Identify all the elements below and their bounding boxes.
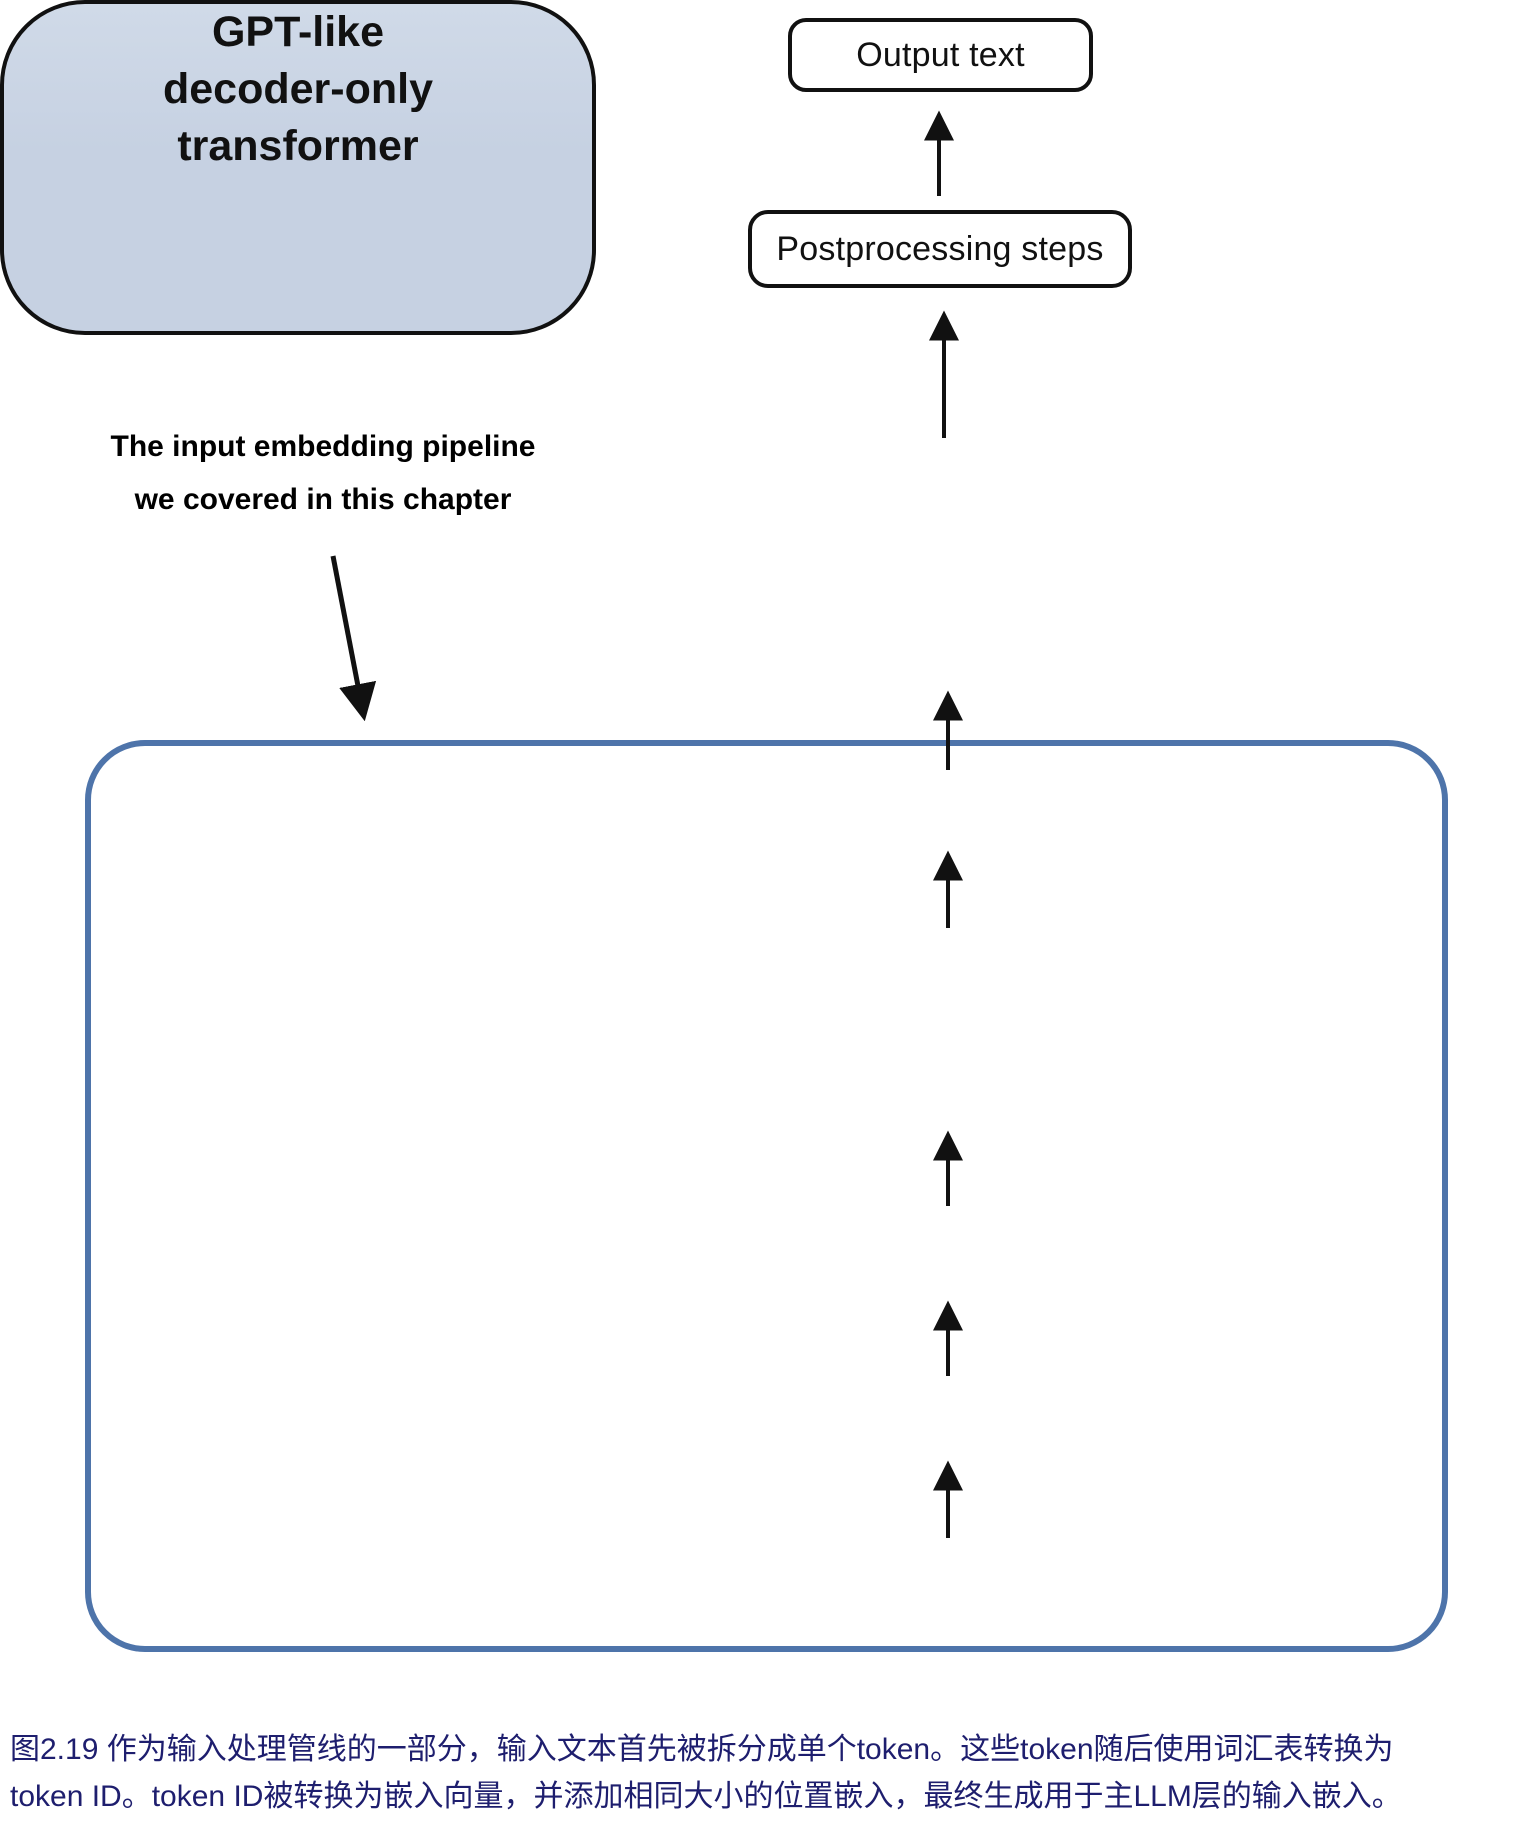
- embedding-pipeline-container: [85, 740, 1448, 1652]
- caption-line2: token ID。token ID被转换为嵌入向量，并添加相同大小的位置嵌入，最…: [10, 1780, 1402, 1813]
- gpt-box-line3: transformer: [177, 122, 419, 170]
- gpt-box-line1: GPT-like: [211, 8, 385, 56]
- annotation-line1: The input embedding pipeline: [110, 430, 536, 463]
- gpt-box-line2: decoder-only: [163, 65, 433, 113]
- gpt-transformer-box: GPT-like decoder-only transformer: [0, 0, 596, 335]
- gpt-transformer-label: GPT-like decoder-only transformer: [4, 4, 592, 175]
- figure-caption: 图2.19 作为输入处理管线的一部分，输入文本首先被拆分成单个token。这些t…: [10, 1726, 1508, 1820]
- caption-line1: 图2.19 作为输入处理管线的一部分，输入文本首先被拆分成单个token。这些t…: [10, 1733, 1394, 1766]
- annotation-line2: we covered in this chapter: [134, 483, 512, 516]
- annotation-arrow: [330, 555, 377, 722]
- annotation-note: The input embedding pipeline we covered …: [88, 420, 558, 526]
- output-text-box: Output text: [788, 18, 1093, 92]
- postprocessing-steps-box: Postprocessing steps: [748, 210, 1132, 288]
